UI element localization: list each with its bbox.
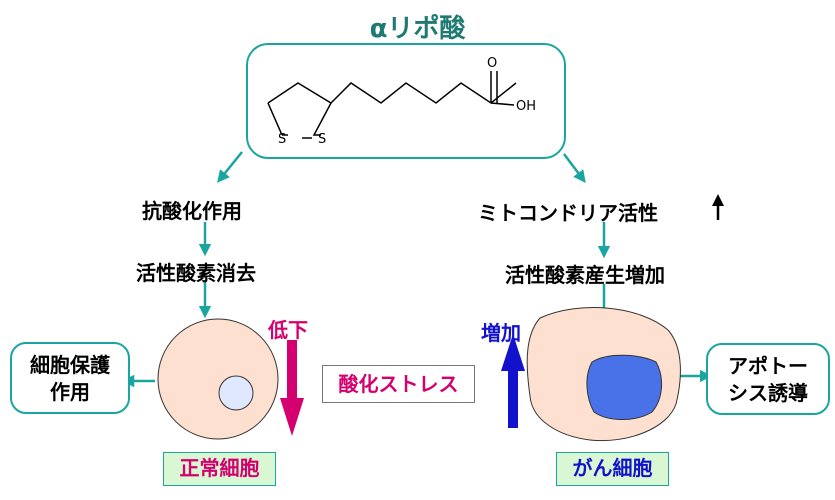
- cell-protection-line2: 作用: [50, 380, 90, 404]
- decrease-arrow-head: [280, 398, 304, 436]
- hydroxyl-label: OH: [516, 99, 536, 114]
- increase-label: 増加: [481, 321, 521, 345]
- decrease-label: 低下: [268, 318, 308, 342]
- normal-cell-label: 正常細胞: [163, 452, 276, 486]
- apoptosis-line2: シス誘導: [728, 381, 808, 405]
- sulfur-1-label: S: [278, 132, 286, 147]
- page-title: αリポ酸: [369, 14, 466, 44]
- cancer-cell-nucleus: [586, 354, 662, 420]
- apoptosis-box: アポトー シス誘導: [706, 343, 830, 415]
- cell-protection-line1: 細胞保護: [30, 353, 110, 377]
- oxygen-label: O: [487, 56, 497, 71]
- ros-production-label: 活性酸素産生増加: [505, 263, 665, 287]
- cancer-cell-label: がん細胞: [556, 452, 669, 486]
- normal-cell-nucleus: [218, 375, 254, 411]
- oxidative-stress-label: 酸化ストレス: [322, 365, 475, 403]
- decrease-arrow-shaft: [287, 340, 297, 400]
- arrow-molecule-to-antioxidant: [217, 151, 243, 183]
- mitochondria-up-arrow-head: [712, 194, 724, 206]
- sulfur-2-label: S: [318, 132, 326, 147]
- increase-arrow-shaft: [508, 368, 518, 428]
- lipoic-acid-structure: S S O OH: [267, 56, 536, 147]
- mitochondria-activity-label: ミトコンドリア活性: [478, 201, 658, 225]
- antioxidant-effect-label: 抗酸化作用: [142, 199, 242, 223]
- cell-protection-box: 細胞保護 作用: [10, 342, 130, 414]
- arrow-molecule-to-mitochondria: [563, 153, 586, 183]
- increase-arrow-head: [501, 334, 525, 371]
- ros-scavenging-label: 活性酸素消去: [136, 261, 256, 285]
- normal-cell: [157, 318, 279, 440]
- molecule-box: [246, 43, 566, 159]
- apoptosis-line1: アポトー: [728, 354, 808, 378]
